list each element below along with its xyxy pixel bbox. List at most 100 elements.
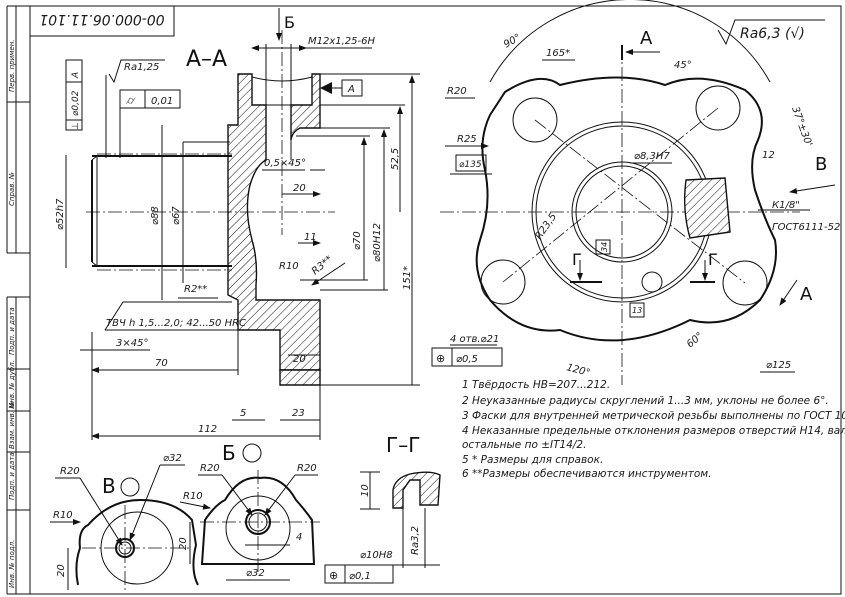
- label-podp-data-1: Подп. и дата: [8, 307, 16, 355]
- svg-text:⊕: ⊕: [436, 352, 445, 365]
- view-b: Б R20 R20 R10 20 4 ⌀32: [178, 441, 320, 581]
- svg-text:⌀0,5: ⌀0,5: [456, 354, 478, 365]
- section-mark-g-left: Г: [572, 250, 582, 269]
- label-inv-podl: Инв. № подл.: [8, 540, 16, 588]
- dim-r2: R2**: [184, 284, 207, 295]
- gdt-position-gg: [324, 564, 394, 584]
- svg-text:⌭: ⌭: [126, 94, 136, 107]
- dim-d125: ⌀125: [766, 360, 791, 371]
- section-gg-title: Г–Г: [386, 433, 420, 457]
- dim-l70: 70: [155, 358, 168, 369]
- section-aa: А–А Б М12х1,25-6Н А: [55, 8, 420, 440]
- section-gg: Г–Г 10 Ra3,2 ⌀10Н8 ⊕ ⌀0,1: [324, 433, 441, 584]
- dim-l5: 5: [240, 408, 246, 419]
- gdt-cylindricity: [119, 89, 181, 109]
- dim-r25: R25: [457, 134, 477, 145]
- gg-d10: ⌀10Н8: [360, 550, 393, 561]
- note-1: 1 Твёрдость НВ=207...212.: [462, 379, 610, 391]
- dim-chamfer-top: 0,5×45°: [264, 158, 306, 169]
- designation-box: [29, 5, 175, 37]
- view-b-r10: R10: [183, 491, 203, 502]
- roughness-ra125: Ra1,25: [124, 62, 159, 73]
- dim-d80: ⌀80Н12: [372, 223, 383, 262]
- dim-a60: 60°: [685, 330, 706, 350]
- note-2: 2 Неуказанные радиусы скруглений 1...3 м…: [462, 395, 829, 407]
- view-v: В R20 ⌀32 R10 20: [50, 453, 199, 590]
- svg-text:⌀0,02: ⌀0,02: [71, 90, 81, 116]
- dim-d52: ⌀52h7: [55, 198, 66, 230]
- dim-r20: R20: [447, 86, 467, 97]
- note-5: 5 * Размеры для справок.: [462, 454, 603, 466]
- dim-a90: 90°: [502, 32, 523, 50]
- dim-a120: 120°: [565, 362, 591, 379]
- note-4-cont: остальные по ±IT14/2.: [462, 439, 586, 451]
- dim-d70: ⌀70: [352, 231, 363, 250]
- view-v-h20: 20: [56, 564, 67, 577]
- gg-ra: Ra3,2: [410, 526, 421, 555]
- label-perv-primen: Перв. примен.: [8, 39, 16, 92]
- dim-a45: 45°: [674, 60, 692, 71]
- drawing-designation: 00-000.06.11.101: [39, 11, 164, 27]
- dim-l112: 112: [198, 424, 217, 435]
- label-vzam-inv: Взам. инв. №: [8, 401, 16, 449]
- dim-r10: R10: [279, 261, 299, 272]
- section-mark-g-right: Г: [708, 250, 718, 269]
- view-v-r10: R10: [53, 510, 73, 521]
- top-view: А В А Г Г Ra6,3 (√) 90° 165* 45° 37°±30'…: [431, 0, 840, 385]
- dim-w20-bottom: 20: [293, 354, 306, 365]
- label-podp-data-2: Подп. и дата: [8, 452, 16, 500]
- dim-d88: ⌀88: [150, 206, 161, 225]
- dim-52-5: 52,5: [390, 148, 401, 170]
- dim-l23: 23: [292, 408, 305, 419]
- dim-thread-std: ГОСТ6111-52: [772, 222, 840, 233]
- view-b-r20-right: R20: [297, 463, 317, 474]
- svg-text:А: А: [71, 72, 81, 79]
- dim-w12: 12: [762, 150, 775, 161]
- dim-r3: R3**: [310, 254, 335, 277]
- dim-a37: 37°±30': [789, 105, 814, 148]
- dim-d165: 165*: [546, 48, 570, 59]
- sheet-frame: [6, 5, 842, 595]
- gg-h10: 10: [360, 484, 371, 497]
- label-inv-dubl: Инв. № дубл.: [8, 360, 16, 408]
- note-3: 3 Фаски для внутренней метрической резьб…: [462, 410, 845, 422]
- sheet-border-labels: Перв. примен. Справ. № Подп. и дата Инв.…: [8, 39, 16, 588]
- dim-holes: 4 отв.⌀21: [450, 334, 499, 345]
- note-4: 4 Неказанные предельные отклонения разме…: [462, 425, 845, 437]
- dim-w13: 13: [632, 306, 642, 315]
- technical-notes: 1 Твёрдость НВ=207...212. 2 Неуказанные …: [462, 379, 845, 480]
- thread-dim: М12х1,25-6Н: [308, 36, 376, 47]
- dim-151: 151*: [402, 266, 413, 290]
- view-b-r20-left: R20: [200, 463, 220, 474]
- gdt-perpendicularity: [65, 59, 83, 131]
- dim-d135: ⌀135: [459, 160, 482, 170]
- dim-thread-k: К1/8": [772, 200, 800, 211]
- svg-text:⊕: ⊕: [329, 569, 338, 582]
- dim-d67: ⌀67: [171, 206, 182, 225]
- view-mark-v: В: [815, 154, 827, 175]
- dim-d8-3: ⌀8,3Н7: [634, 151, 670, 162]
- datum-a-label: А: [347, 84, 355, 95]
- dim-w20-top: 20: [293, 183, 306, 194]
- note-6: 6 **Размеры обеспечиваются инструментом.: [462, 468, 712, 480]
- view-b-h20: 20: [178, 537, 189, 550]
- view-b-d32: ⌀32: [246, 568, 265, 579]
- section-mark-a-bottom: А: [800, 284, 813, 305]
- dim-w11: 11: [304, 232, 317, 243]
- section-mark-a-top: А: [640, 28, 653, 49]
- view-b-w4: 4: [296, 532, 302, 543]
- view-v-d32: ⌀32: [163, 453, 182, 464]
- svg-text:⌀0,1: ⌀0,1: [349, 571, 371, 582]
- gdt-position-holes: [431, 347, 503, 367]
- section-aa-title: А–А: [186, 47, 227, 72]
- view-b-title: Б: [222, 441, 236, 465]
- svg-text:0,01: 0,01: [151, 96, 173, 107]
- dim-chamfer-left: 3×45°: [116, 338, 148, 349]
- view-arrow-b-label: Б: [284, 13, 295, 32]
- svg-text:⊥: ⊥: [71, 122, 81, 130]
- heat-treatment-note: ТВЧ h 1,5...2,0; 42...50 HRC: [106, 318, 246, 329]
- dim-h34: 34: [600, 242, 609, 252]
- view-v-title: В: [102, 474, 116, 498]
- view-v-r20: R20: [60, 466, 80, 477]
